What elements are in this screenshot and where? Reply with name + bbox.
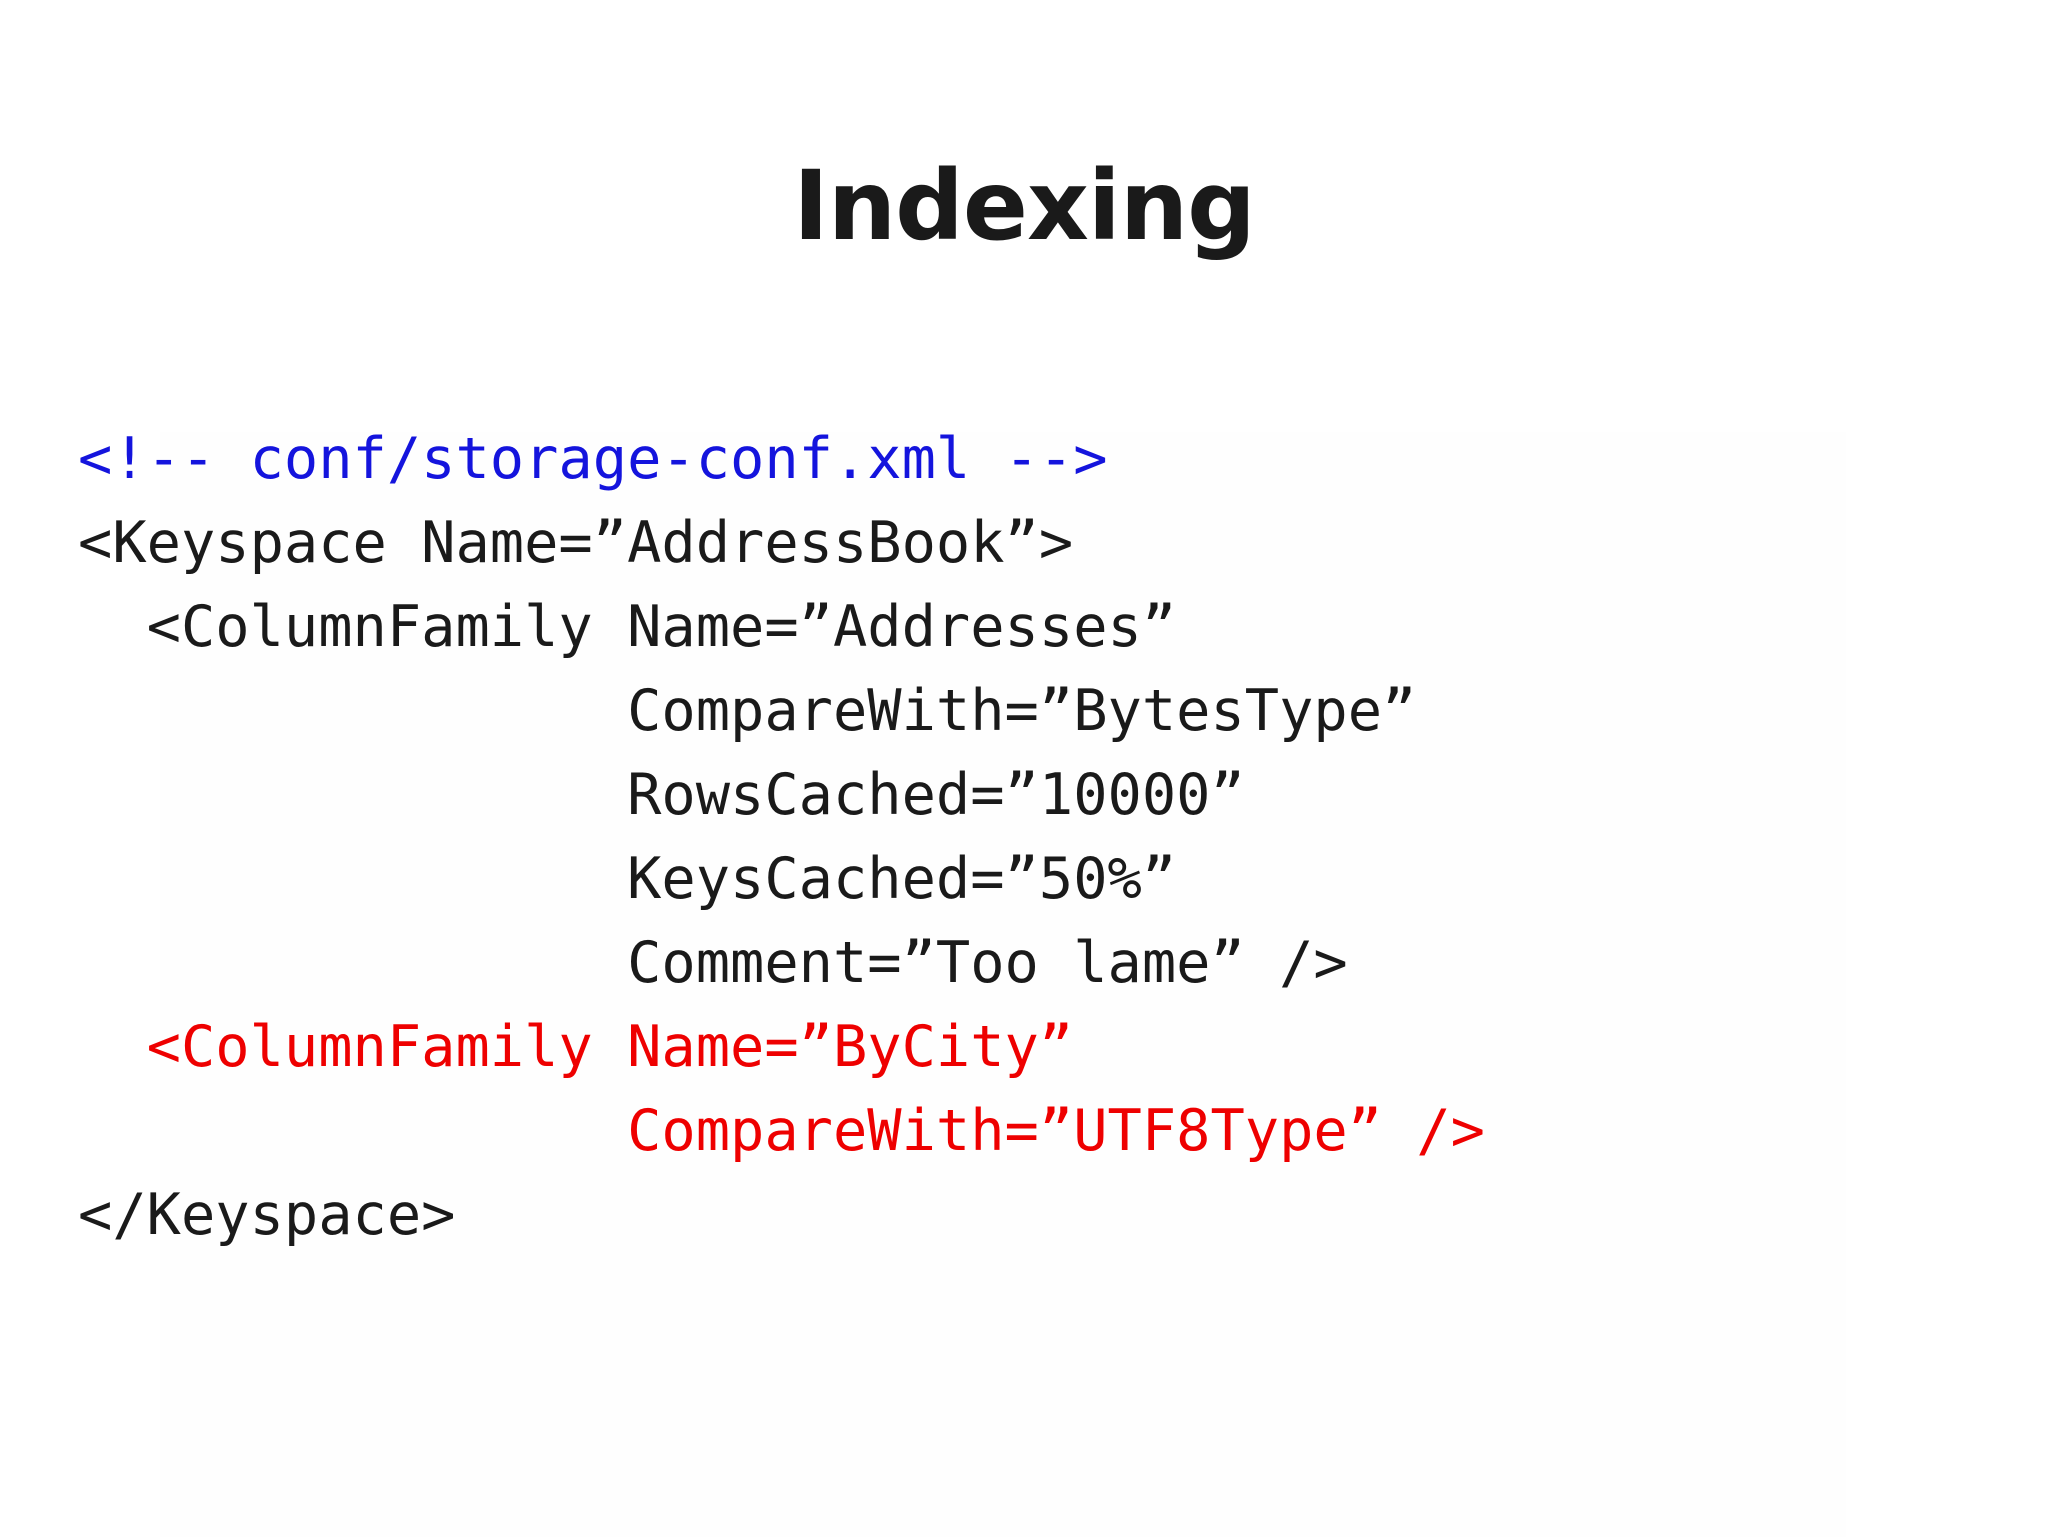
code-line: </Keyspace>	[78, 1182, 456, 1248]
code-line: CompareWith=”BytesType”	[78, 678, 1417, 744]
code-line: <ColumnFamily Name=”ByCity”	[78, 1014, 1074, 1080]
code-line: KeysCached=”50%”	[78, 846, 1177, 912]
code-line: Comment=”Too lame” />	[78, 930, 1348, 996]
code-line: <!-- conf/storage-conf.xml -->	[78, 426, 1108, 492]
page-title: Indexing	[793, 150, 1256, 263]
code-line: CompareWith=”UTF8Type” />	[78, 1098, 1485, 1164]
code-line: RowsCached=”10000”	[78, 762, 1245, 828]
code-line: <ColumnFamily Name=”Addresses”	[78, 594, 1177, 660]
code-line: <Keyspace Name=”AddressBook”>	[78, 510, 1074, 576]
code-block: <!-- conf/storage-conf.xml --> <Keyspace …	[78, 417, 1978, 1257]
